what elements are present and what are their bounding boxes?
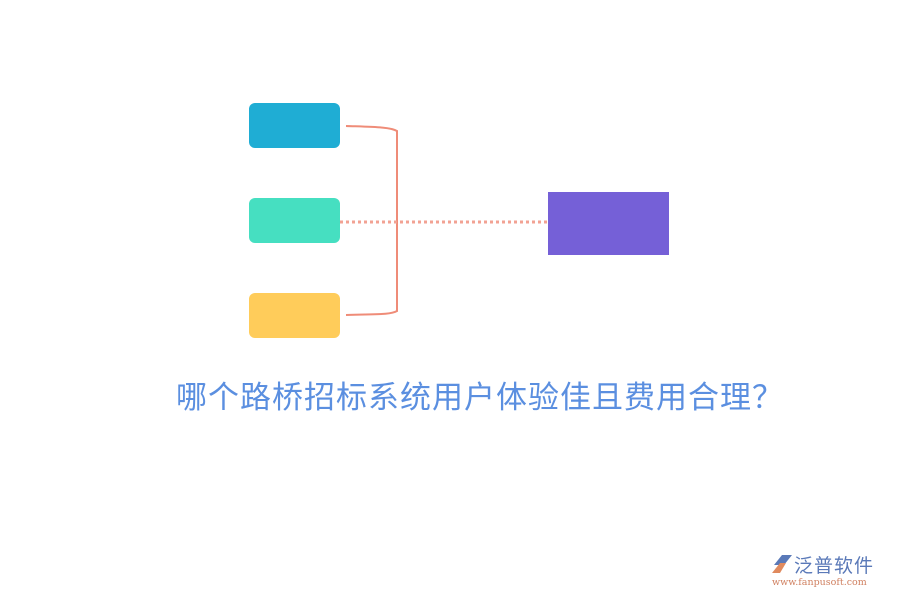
brand-logo: 泛普软件 www.fanpusoft.com [768,553,898,593]
source-box-3 [249,293,340,338]
source-box-2 [249,198,340,243]
source-box-1 [249,103,340,148]
logo-name: 泛普软件 [794,555,875,577]
logo-url: www.fanpusoft.com [772,577,867,588]
page-title: 哪个路桥招标系统用户体验佳且费用合理？ [176,380,784,416]
target-box [548,192,669,255]
logo-icon [772,555,792,573]
